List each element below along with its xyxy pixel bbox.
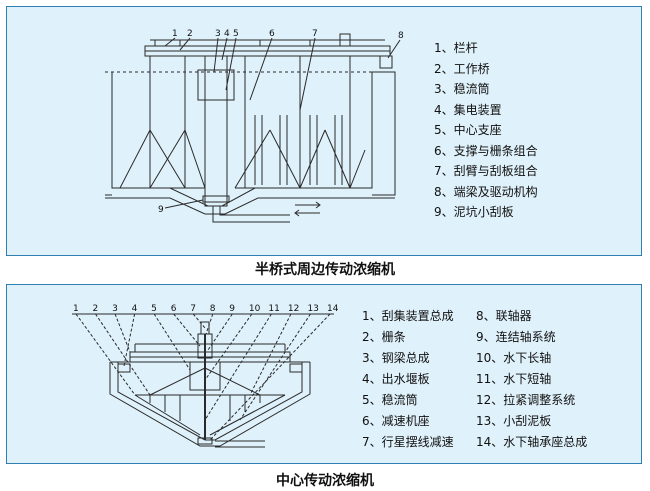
legend-item: 10、水下长轴: [476, 351, 552, 365]
callout-leader: [173, 313, 201, 347]
callout-bottom-10: 10: [249, 304, 261, 314]
caption-half-bridge: 半桥式周边传动浓缩机: [255, 262, 395, 278]
legend-item: 8、联轴器: [476, 309, 532, 323]
legend-item: 4、出水堰板: [362, 372, 430, 386]
callout-bottom-7: 7: [190, 304, 196, 314]
callout-leader: [204, 313, 272, 421]
legend-item: 9、连结轴系统: [476, 330, 556, 344]
tank-wall: [117, 362, 303, 441]
callout-top-9: 9: [158, 205, 164, 215]
legend-center-drive-left: 1、刮集装置总成 2、栅条 3、钢梁总成 4、出水堰板 5、稳流筒 6、减速机座…: [362, 306, 454, 453]
callout-leader: [123, 313, 136, 367]
legend-item: 2、工作桥: [434, 61, 490, 76]
callout-top-5: 5: [233, 29, 239, 39]
legend-item: 11、水下短轴: [476, 372, 552, 386]
callout-bottom-11: 11: [268, 304, 279, 314]
callout-bottom-4: 4: [132, 304, 138, 314]
legend-item: 5、稳流筒: [362, 393, 418, 407]
legend-item: 2、栅条: [362, 330, 406, 344]
sludge-pit-scraper: [202, 195, 230, 203]
cycloid-reducer: [200, 321, 210, 335]
callout-leader: [95, 313, 151, 396]
legend-item: 1、栏杆: [434, 41, 478, 55]
legend-item: 6、支撑与栅条组合: [434, 143, 538, 158]
callout-leader: [153, 313, 191, 371]
callout-top-7: 7: [312, 29, 318, 39]
right-rake-grid: [234, 56, 372, 189]
callout-top-1: 1: [172, 29, 178, 39]
callout-bottom-8: 8: [210, 304, 216, 314]
legend-item: 9、泥坑小刮板: [434, 205, 514, 219]
half-bridge-drawing: 1 2 3 4 5 6 7 8 9: [105, 29, 404, 223]
legend-item: 3、钢梁总成: [362, 351, 430, 365]
callout-leader: [209, 313, 331, 441]
callout-bottom-14: 14: [327, 304, 339, 314]
legend-item: 5、中心支座: [434, 123, 502, 137]
grid-bars: [149, 367, 261, 421]
callout-top-2: 2: [187, 29, 193, 39]
callout-leader: [207, 313, 233, 351]
callout-leader: [204, 313, 253, 381]
legend-item: 1、刮集装置总成: [362, 309, 454, 323]
left-support-grid: [119, 56, 206, 189]
callout-bottom-6: 6: [171, 304, 177, 314]
legend-half-bridge: 1、栏杆 2、工作桥 3、稳流筒 4、集电装置 5、中心支座 6、支撑与栅条组合…: [434, 38, 538, 223]
callout-top-8: 8: [398, 31, 404, 41]
callout-leader: [239, 313, 311, 421]
callout-leader: [75, 313, 136, 396]
callout-bottom-13: 13: [307, 304, 318, 314]
legend-item: 4、集电装置: [434, 102, 502, 117]
legend-item: 12、拉紧调整系统: [476, 393, 576, 407]
weir-plate-right: [289, 363, 303, 373]
drive-mechanism: [379, 55, 393, 69]
legend-center-drive-right: 8、联轴器 9、连结轴系统 10、水下长轴 11、水下短轴 12、拉紧调整系统 …: [476, 306, 587, 453]
legend-item: 3、稳流筒: [434, 82, 490, 96]
callout-bottom-12: 12: [288, 304, 299, 314]
legend-item: 14、水下轴承座总成: [476, 435, 588, 449]
legend-item: 6、减速机座: [362, 414, 430, 428]
callout-leader: [192, 313, 206, 329]
bearing-seat: [197, 437, 213, 445]
callout-top-6: 6: [269, 29, 275, 39]
stilling-well: [197, 69, 235, 101]
callout-bottom-9: 9: [229, 304, 235, 314]
callout-leader: [249, 313, 292, 396]
caption-center-drive: 中心传动浓缩机: [276, 473, 374, 489]
legend-item: 7、行星摆线减速: [362, 435, 454, 449]
callout-leader: [205, 313, 214, 335]
callout-leader: [114, 313, 131, 353]
legend-item: 7、刮臂与刮板组合: [434, 164, 538, 178]
callout-top-3: 3: [215, 29, 221, 39]
callout-top-4: 4: [224, 29, 230, 39]
callout-bottom-5: 5: [151, 304, 157, 314]
legend-item: 8、端梁及驱动机构: [434, 184, 538, 199]
legend-item: 13、小刮泥板: [476, 414, 552, 428]
callout-bottom-1: 1: [73, 304, 79, 314]
center-support: [204, 55, 228, 207]
callout-bottom-3: 3: [112, 304, 118, 314]
callout-bottom-2: 2: [93, 304, 99, 314]
